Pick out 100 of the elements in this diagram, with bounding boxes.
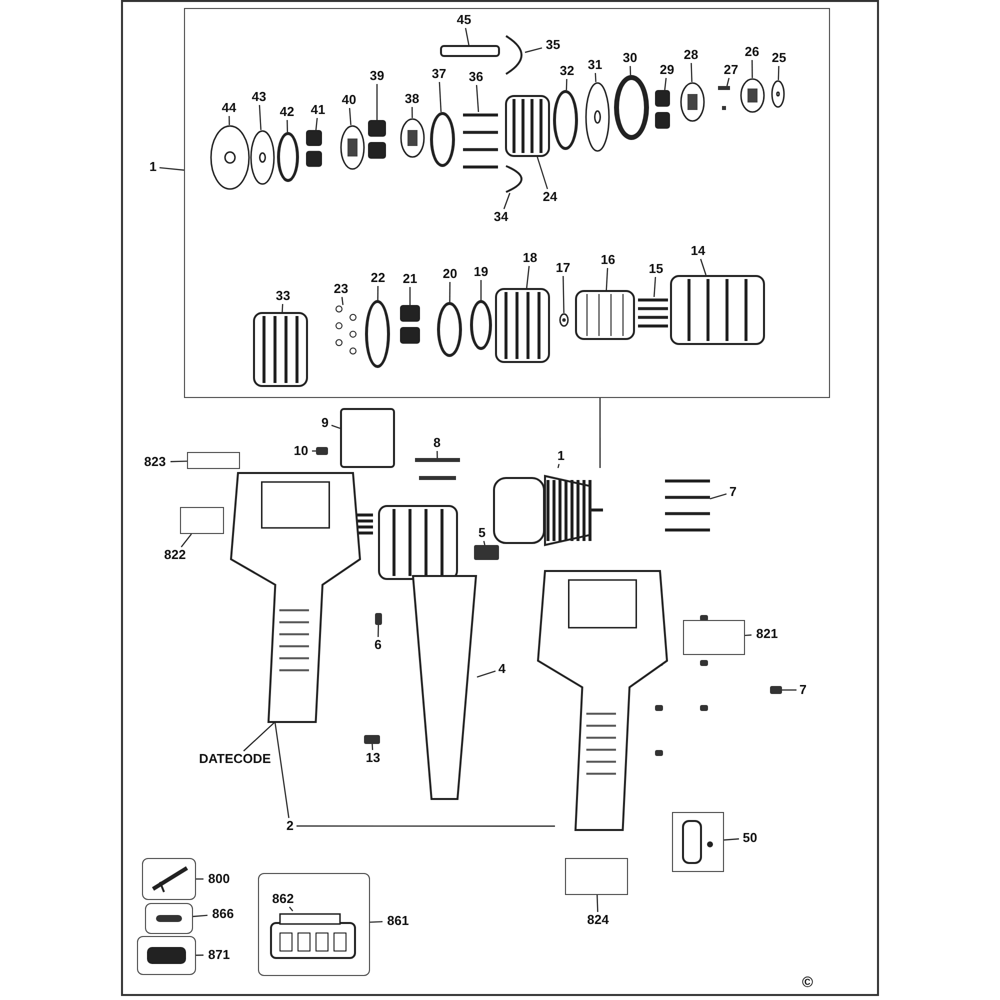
ring-gear-drawing: [553, 90, 578, 150]
motor-housing-drawing: [495, 288, 550, 363]
leader-line: [654, 276, 656, 298]
planet-carrier-drawing: [400, 118, 425, 158]
leader-line: [436, 450, 438, 458]
callout-number: 34: [490, 209, 512, 225]
callout-number: 30: [619, 50, 641, 66]
leader-line: [243, 722, 276, 752]
callout-number: 1: [554, 448, 568, 464]
leader-line: [180, 534, 192, 548]
callout-number: 19: [470, 264, 492, 280]
leader-line: [331, 424, 340, 429]
washer-drawing: [585, 82, 610, 152]
callout-number: 823: [140, 454, 170, 470]
callout-number: 866: [208, 906, 238, 922]
leader-line: [196, 954, 204, 956]
callout-number: 824: [582, 912, 614, 928]
leader-line: [562, 276, 564, 314]
leader-line: [370, 921, 383, 923]
callout-number: 37: [428, 66, 450, 82]
leader-line: [192, 914, 208, 918]
planet-carrier-drawing: [340, 125, 365, 170]
leader-line: [449, 282, 451, 302]
leader-line: [412, 107, 413, 118]
callout-number: 10: [290, 443, 312, 459]
leader-line: [782, 689, 796, 691]
callout-number: 28: [680, 47, 702, 63]
bearing-drawing: [614, 75, 649, 140]
leader-line: [557, 464, 560, 468]
callout-number: 33: [272, 288, 294, 304]
leader-line: [526, 266, 530, 288]
leader-line: [596, 894, 598, 912]
callout-number: 861: [382, 913, 414, 929]
leader-line: [724, 838, 740, 841]
callout-number: 9: [318, 415, 332, 431]
callout-number: 8: [430, 435, 444, 451]
callout-number: 800: [204, 871, 234, 887]
callout-number: 821: [752, 626, 782, 642]
small-part-drawing: [474, 545, 499, 560]
item-frame: [145, 903, 193, 934]
washer-drawing: [771, 80, 785, 108]
leader-line: [606, 268, 608, 290]
callout-number: 41: [307, 102, 329, 118]
callout-number: 29: [656, 62, 678, 78]
item-frame: [672, 812, 724, 872]
leader-line: [378, 624, 379, 638]
item-frame: [137, 936, 196, 975]
leader-line: [349, 108, 352, 126]
callout-number: 15: [645, 261, 667, 277]
leader-line: [464, 28, 470, 46]
callout-number: 2: [284, 818, 296, 834]
item-frame: [258, 873, 370, 976]
leader-line: [778, 66, 780, 80]
spindle-drawing: [575, 290, 635, 340]
nut-drawing: [740, 78, 765, 113]
callout-number: 39: [366, 68, 388, 84]
screw-set-drawing: [463, 112, 498, 170]
leader-line: [710, 493, 727, 500]
callout-number: 32: [556, 63, 578, 79]
leader-line: [315, 118, 318, 130]
leader-line: [372, 744, 374, 750]
washer-drawing: [559, 313, 569, 327]
motor-housing-drawing: [505, 95, 550, 157]
leader-line: [503, 192, 510, 210]
planet-gear-set-drawing: [655, 90, 670, 130]
planet-gear-set-drawing: [368, 120, 386, 160]
leader-line: [438, 82, 442, 112]
leader-line: [744, 634, 752, 636]
callout-number: 31: [584, 57, 606, 73]
callout-number: 24: [539, 189, 561, 205]
small-part-drawing: [316, 447, 328, 455]
callout-number: 5: [476, 525, 488, 541]
callout-number: 17: [552, 260, 574, 276]
blank-label: [187, 452, 240, 469]
callout-number: 21: [399, 271, 421, 287]
callout-number: 50: [739, 830, 761, 846]
leader-line: [289, 906, 294, 912]
small-part-drawing: [770, 686, 782, 694]
gear-case-drawing: [253, 312, 308, 387]
callout-number: 35: [542, 37, 564, 53]
ring-gear-drawing: [437, 302, 462, 357]
leader-line: [483, 540, 486, 546]
assembly-frame: [184, 8, 830, 398]
leader-line: [599, 398, 601, 468]
callout-number: 18: [519, 250, 541, 266]
leader-line: [377, 286, 379, 300]
leader-line: [159, 167, 184, 171]
callout-number: 23: [330, 281, 352, 297]
callout-number: 1: [146, 159, 160, 175]
spring-set-drawing: [400, 305, 420, 345]
plate-drawing: [340, 408, 395, 468]
screw-set-drawing: [638, 297, 668, 329]
callout-number: 38: [401, 91, 423, 107]
pin-set-drawing: [415, 458, 460, 480]
planet-gear-set-drawing: [306, 130, 322, 168]
leader-line: [476, 84, 480, 112]
housing-half-drawing: [228, 470, 363, 725]
callout-number: 862: [268, 891, 298, 907]
callout-number: 45: [453, 12, 475, 28]
leader-line: [312, 450, 316, 452]
